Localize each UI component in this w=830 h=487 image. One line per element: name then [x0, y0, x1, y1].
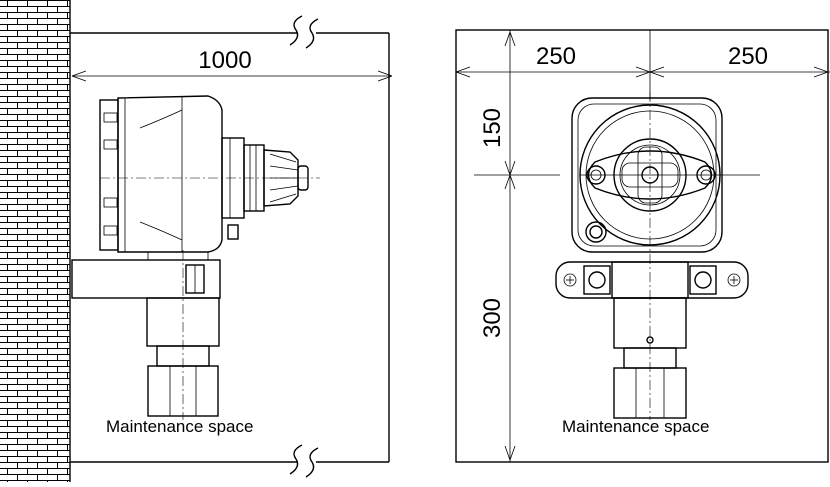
- dimension-150-300: 150 300: [474, 30, 560, 462]
- maintenance-space-box-right: [455, 29, 829, 463]
- dimension-250-250: 250 250: [455, 30, 830, 100]
- dimension-width-text: 1000: [198, 47, 251, 74]
- brick-wall: [0, 0, 70, 482]
- right-front-view: 250 250 150 300: [455, 29, 830, 463]
- detector-front-view: [555, 92, 760, 420]
- left-side-view: 1000: [0, 0, 393, 482]
- dimension-right-text: 250: [728, 43, 768, 70]
- dimension-bottom-text: 300: [479, 298, 506, 338]
- dimension-top-text: 150: [479, 108, 506, 148]
- dimension-left-text: 250: [536, 43, 576, 70]
- maintenance-space-label-left: Maintenance space: [106, 417, 253, 436]
- dimension-1000: 1000: [71, 47, 393, 82]
- detector-side-view: [71, 95, 320, 420]
- maintenance-space-box-left: [70, 15, 390, 478]
- maintenance-space-label-right: Maintenance space: [562, 417, 709, 436]
